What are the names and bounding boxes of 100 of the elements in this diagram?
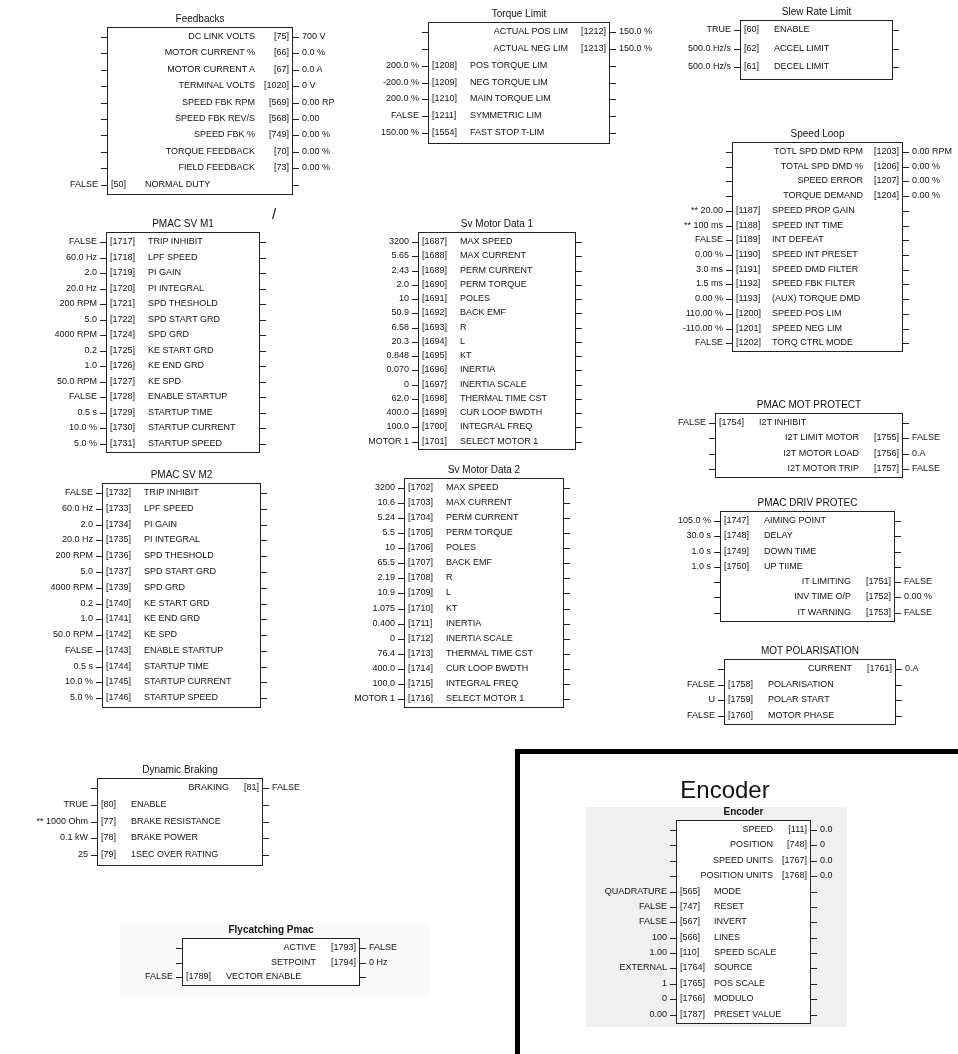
parameter-number: [1211] xyxy=(432,109,457,122)
parameter-name: INTEGRAL FREQ xyxy=(460,420,533,433)
parameter-number: [1206] xyxy=(873,159,899,172)
parameter-number: [1731] xyxy=(110,436,136,449)
parameter-number: [1752] xyxy=(865,590,891,603)
parameter-value: 0.00 xyxy=(649,1007,667,1020)
parameter-number: [1208] xyxy=(432,58,458,71)
parameter-name: INERTIA SCALE xyxy=(460,377,527,390)
parameter-number: [1765] xyxy=(680,976,706,989)
parameter-number: [1794] xyxy=(330,955,356,968)
parameter-value: FALSE xyxy=(65,486,93,498)
parameter-name: SPD START GRD xyxy=(148,312,220,325)
parameter-name: POLES xyxy=(446,541,476,554)
parameter-name: BRAKE POWER xyxy=(131,831,198,844)
parameter-name: BRAKE RESISTANCE xyxy=(131,814,221,827)
parameter-number: [1713] xyxy=(408,646,434,659)
parameter-number: [60] xyxy=(744,23,759,35)
block-title: Feedbacks xyxy=(175,13,225,25)
parameter-number: [1727] xyxy=(110,374,136,387)
parameter-value: 50.9 xyxy=(391,306,409,319)
parameter-value: 200.0 % xyxy=(385,58,419,71)
parameter-number: [1755] xyxy=(873,431,899,444)
parameter-name: PRESET VALUE xyxy=(714,1007,782,1020)
parameter-name: KT xyxy=(460,349,472,362)
block-title: Flycatching Pmac xyxy=(228,924,314,936)
parameter-number: [1726] xyxy=(110,359,136,371)
parameter-value: 0 xyxy=(390,631,395,644)
parameter-name: VECTOR ENABLE xyxy=(226,970,302,983)
parameter-number: [1191] xyxy=(736,262,761,275)
parameter-name: POLES xyxy=(460,292,490,305)
parameter-value: 20.3 xyxy=(391,334,409,347)
parameter-value: FALSE xyxy=(687,708,715,721)
parameter-name: STARTUP TIME xyxy=(148,405,213,418)
parameter-number: [568] xyxy=(268,112,289,124)
parameter-number: [747] xyxy=(680,899,701,912)
parameter-name: SPEED FBK % xyxy=(193,128,255,141)
parameter-value: FALSE xyxy=(904,575,932,588)
parameter-number: [1210] xyxy=(432,92,458,105)
parameter-number: [1724] xyxy=(110,328,136,340)
parameter-value: FALSE xyxy=(69,390,97,402)
parameter-number: [1719] xyxy=(110,266,136,278)
parameter-number: [1703] xyxy=(408,496,434,509)
parameter-name: (AUX) TORQUE DMD xyxy=(772,292,861,305)
parameter-number: [75] xyxy=(274,30,289,42)
parameter-number: [81] xyxy=(244,781,259,793)
block-title: PMAC SV M1 xyxy=(152,218,214,230)
parameter-number: [80] xyxy=(101,797,116,810)
parameter-name: CURRENT xyxy=(808,662,852,674)
parameter-name: TERMINAL VOLTS xyxy=(178,79,255,92)
parameter-value: 150.0 % xyxy=(619,25,653,37)
parameter-value: FALSE xyxy=(391,109,419,122)
parameter-number: [1741] xyxy=(106,612,132,625)
parameter-name: ENABLE STARTUP xyxy=(148,390,228,402)
parameter-value: 60.0 Hz xyxy=(61,501,93,514)
parameter-name: PERM TORQUE xyxy=(446,526,513,539)
parameter-number: [1760] xyxy=(728,708,754,721)
parameter-name: INVERT xyxy=(714,915,747,928)
parameter-name: DOWN TIME xyxy=(764,544,817,557)
parameter-number: [1209] xyxy=(432,75,458,88)
parameter-name: BACK EMF xyxy=(460,306,506,319)
parameter-name: SPEED INT PRESET xyxy=(772,248,858,260)
parameter-value: 2.19 xyxy=(377,571,395,584)
parameter-value: 6.58 xyxy=(391,320,409,333)
parameter-value: 0.00 RP xyxy=(302,95,335,108)
parameter-number: [1700] xyxy=(422,420,448,433)
parameter-name: INV TIME O/P xyxy=(794,590,851,603)
parameter-value: 25 xyxy=(78,848,88,861)
parameter-value: 5.24 xyxy=(377,511,395,524)
parameter-name: SPEED DMD FILTER xyxy=(772,262,859,275)
parameter-value: 0.848 xyxy=(386,349,409,362)
parameter-value: 0.00 RPM xyxy=(912,145,953,157)
parameter-value: 0 xyxy=(662,992,667,1005)
parameter-number: [77] xyxy=(101,814,116,827)
parameter-number: [1744] xyxy=(106,659,132,672)
parameter-name: R xyxy=(446,571,453,584)
parameter-name: R xyxy=(460,320,467,333)
parameter-number: [1730] xyxy=(110,421,136,433)
parameter-name: MOTOR CURRENT % xyxy=(164,46,255,59)
parameter-value: 1.0 xyxy=(80,612,93,625)
parameter-value: 1.5 ms xyxy=(696,277,723,290)
parameter-name: SYMMETRIC LIM xyxy=(470,109,542,122)
block-title: Torque Limit xyxy=(491,8,547,20)
parameter-value: 5.0 xyxy=(84,312,97,325)
parameter-name: PERM CURRENT xyxy=(446,511,519,524)
parameter-name: STARTUP CURRENT xyxy=(148,421,236,433)
parameter-number: [66] xyxy=(274,46,289,59)
parameter-value: 3200 xyxy=(388,235,409,247)
parameter-value: 150.0 % xyxy=(619,41,653,54)
parameter-value: 0.1 kW xyxy=(60,831,88,844)
block-title: Encoder xyxy=(723,806,764,818)
parameter-name: KE END GRD xyxy=(144,612,200,625)
parameter-name: PERM TORQUE xyxy=(460,277,527,290)
parameter-number: [1704] xyxy=(408,511,434,524)
parameter-value: 0.2 xyxy=(80,596,93,609)
parameter-number: [1193] xyxy=(736,292,761,305)
parameter-number: [1715] xyxy=(408,676,434,689)
parameter-number: [1753] xyxy=(865,605,891,618)
parameter-name: IT WARNING xyxy=(797,605,851,618)
parameter-name: MODE xyxy=(714,884,741,897)
parameter-number: [749] xyxy=(268,128,289,141)
